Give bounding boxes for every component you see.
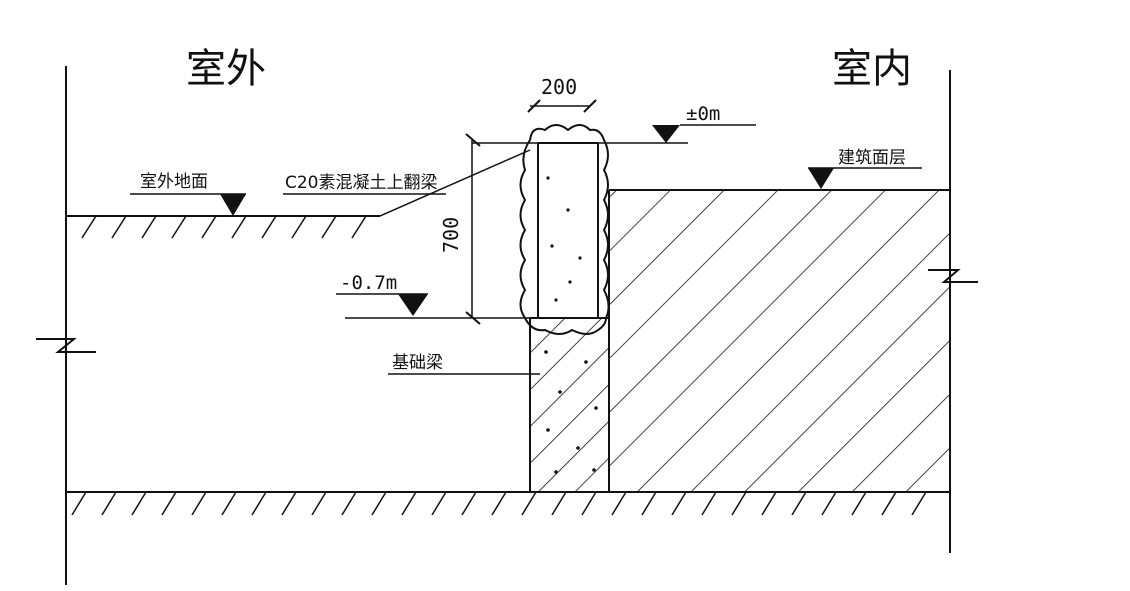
outdoor-label: 室外 (186, 46, 266, 92)
height-dimension-label: 700 (439, 217, 463, 253)
zero-elevation-marker: ±0m (472, 103, 756, 144)
zero-elevation-label: ±0m (686, 103, 720, 125)
curb-beam-leader: C20素混凝土上翻梁 (283, 149, 531, 217)
foundation-beam-label: 基础梁 (392, 353, 443, 373)
width-dimension-label: 200 (541, 75, 577, 99)
floor-finish-label: 建筑面层 (838, 148, 906, 168)
foundation-beam-leader: 基础梁 (388, 353, 540, 375)
indoor-fill-region (608, 189, 950, 492)
bottom-ground (66, 491, 950, 516)
width-dimension: 200 (527, 75, 597, 113)
outdoor-ground (66, 215, 380, 239)
outdoor-ground-label: 室外地面 (140, 172, 208, 192)
left-break-symbol (36, 338, 96, 353)
curb-beam-label: C20素混凝土上翻梁 (285, 173, 438, 193)
floor-finish-marker: 建筑面层 (808, 148, 922, 189)
outdoor-ground-marker: 室外地面 (130, 172, 246, 216)
foundation-beam (529, 317, 610, 493)
indoor-label: 室内 (832, 46, 912, 92)
minus-elevation-marker: -0.7m (336, 272, 530, 319)
curb-beam (519, 124, 610, 335)
minus-elevation-label: -0.7m (340, 272, 397, 294)
height-dimension: 700 (439, 133, 481, 325)
